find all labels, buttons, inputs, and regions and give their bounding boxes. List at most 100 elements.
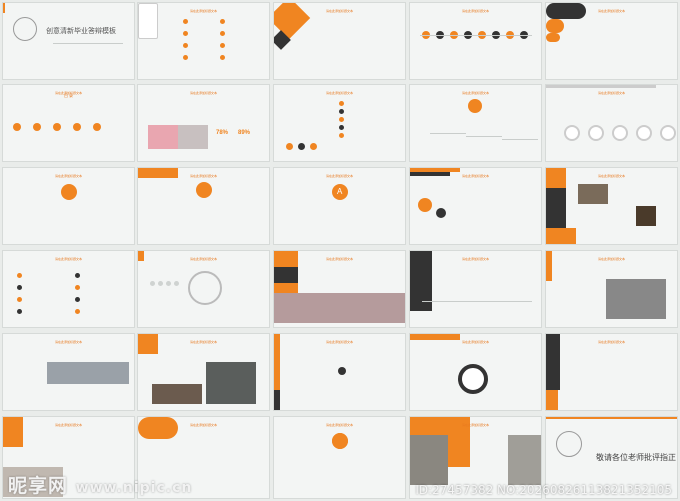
pencil-segment [339, 125, 344, 130]
accent-band [138, 168, 178, 178]
slide-thumbnail[interactable]: 请在此添加标题文本 [409, 167, 542, 245]
lightbulb-icon [13, 17, 37, 41]
nav-icon [298, 143, 305, 150]
slide-header: 请在此添加标题文本 [461, 174, 489, 178]
wave-node [588, 125, 604, 141]
slide-thumbnail[interactable]: 请在此添加标题文本 [2, 416, 135, 499]
dot [158, 281, 163, 286]
slide-header: 请在此添加标题文本 [325, 257, 353, 261]
bullet-icon [183, 31, 188, 36]
slide-thumbnail[interactable]: 请在此添加标题文本 [137, 2, 270, 80]
tile [546, 168, 566, 188]
dot [166, 281, 171, 286]
divider [53, 43, 123, 44]
slide-thumbnail[interactable]: 请在此添加标题文本 [2, 167, 135, 245]
slide-header: 请在此添加标题文本 [189, 174, 217, 178]
bullet-icon [17, 273, 22, 278]
circle-icon [418, 198, 432, 212]
bullet-icon [183, 19, 188, 24]
percent-b: 89% [238, 130, 251, 136]
toc-icon [53, 123, 61, 131]
slide-header: 请在此添加标题文本 [461, 257, 489, 261]
slide-thumbnail[interactable] [2, 2, 135, 80]
slide-thumbnail[interactable]: 请在此添加标题文本 [409, 84, 542, 162]
arrow-icon [338, 367, 346, 375]
bar [410, 334, 460, 340]
tile [410, 251, 432, 271]
cloud-icon [546, 33, 560, 42]
slide-thumbnail[interactable]: 请在此添加标题文本 [273, 416, 406, 499]
section-icon [61, 184, 77, 200]
bulb-cord [3, 3, 5, 13]
slide-thumbnail[interactable]: 请在此添加标题文本 [409, 2, 542, 80]
pencil-segment [339, 109, 344, 114]
cloud-icon [546, 19, 564, 33]
person-icon [274, 362, 280, 376]
slide-thumbnail[interactable]: 请在此添加标题文本 [409, 333, 542, 411]
pencil-shape [546, 334, 560, 390]
nav-icon [310, 143, 317, 150]
photo [206, 362, 256, 404]
slide-thumbnail[interactable]: 请在此添加标题文本 [137, 167, 270, 245]
slide-header: 请在此添加标题文本 [597, 257, 625, 261]
slide-thumbnail[interactable]: 请在此添加标题文本 [545, 2, 678, 80]
slide-header: 请在此添加标题文本 [597, 9, 625, 13]
slide-header: 请在此添加标题文本 [54, 174, 82, 178]
slide-header: 请在此添加标题文本 [54, 91, 82, 95]
slide-header: 请在此添加标题文本 [54, 423, 82, 427]
slide-thumbnail[interactable]: 请在此添加标题文本 [2, 333, 135, 411]
selected-frame [546, 417, 677, 419]
bullet-icon [220, 43, 225, 48]
photo [148, 125, 178, 149]
slide-thumbnail[interactable]: 请在此添加标题文本 [409, 416, 542, 499]
slide-thumbnail[interactable]: 请在此添加标题文本 [137, 416, 270, 499]
slide-thumbnail[interactable]: 请在此添加标题文本 [545, 167, 678, 245]
bulb-core [138, 251, 144, 261]
cover-title: 创意清新毕业答辩模板 [46, 27, 116, 35]
slide-thumbnail[interactable]: 请在此添加标题文本 [273, 2, 406, 80]
slide-thumbnail[interactable]: 请在此添加标题文本 [545, 84, 678, 162]
section-letter: A [337, 187, 343, 196]
slide-header: 请在此添加标题文本 [189, 9, 217, 13]
slide-header: 请在此添加标题文本 [189, 340, 217, 344]
watermark-brand-text: 昵享网 [8, 475, 69, 497]
slide-thumbnail[interactable]: 请在此添加标题文本 [137, 250, 270, 328]
toc-icon [93, 123, 101, 131]
slide-header: 请在此添加标题文本 [325, 423, 353, 427]
slide-thumbnail[interactable]: 请在此添加标题文本 [409, 250, 542, 328]
slide-header: 请在此添加标题文本 [54, 340, 82, 344]
tile [546, 208, 566, 228]
bullet-icon [17, 285, 22, 290]
photo [410, 435, 448, 485]
slide-thumbnail[interactable]: 请在此添加标题文本 [545, 333, 678, 411]
slide-thumbnail[interactable]: 请在此添加标题文本 [137, 333, 270, 411]
slide-thumbnail[interactable]: 请在此添加标题文本 [273, 84, 406, 162]
slide-header: 请在此添加标题文本 [597, 174, 625, 178]
nav-icon [286, 143, 293, 150]
bullet-icon [183, 55, 188, 60]
wave-node [564, 125, 580, 141]
bullet-icon [220, 19, 225, 24]
pencil-segment [339, 101, 344, 106]
bar [410, 172, 450, 176]
slide-thumbnail[interactable]: 请在此添加标题文本 [273, 250, 406, 328]
slide-thumbnail[interactable]: 请在此添加标题文本 [2, 250, 135, 328]
photo [3, 467, 63, 497]
slide-thumbnail[interactable]: 请在此添加标题文本 [545, 250, 678, 328]
slide-header: 请在此添加标题文本 [189, 423, 217, 427]
wave-node [660, 125, 676, 141]
slide-thumbnail[interactable] [545, 416, 678, 499]
slide-thumbnail[interactable]: 请在此添加标题文本 [273, 333, 406, 411]
tile [546, 228, 576, 244]
tile [546, 188, 566, 208]
slide-header: 请在此添加标题文本 [54, 257, 82, 261]
tile [138, 334, 158, 354]
wave-node [636, 125, 652, 141]
slide-header: 请在此添加标题文本 [325, 91, 353, 95]
photo [152, 384, 202, 404]
slide-thumbnail[interactable]: 请在此添加标题文本目 录 [2, 84, 135, 162]
person-icon [274, 334, 280, 348]
section-icon [332, 433, 348, 449]
